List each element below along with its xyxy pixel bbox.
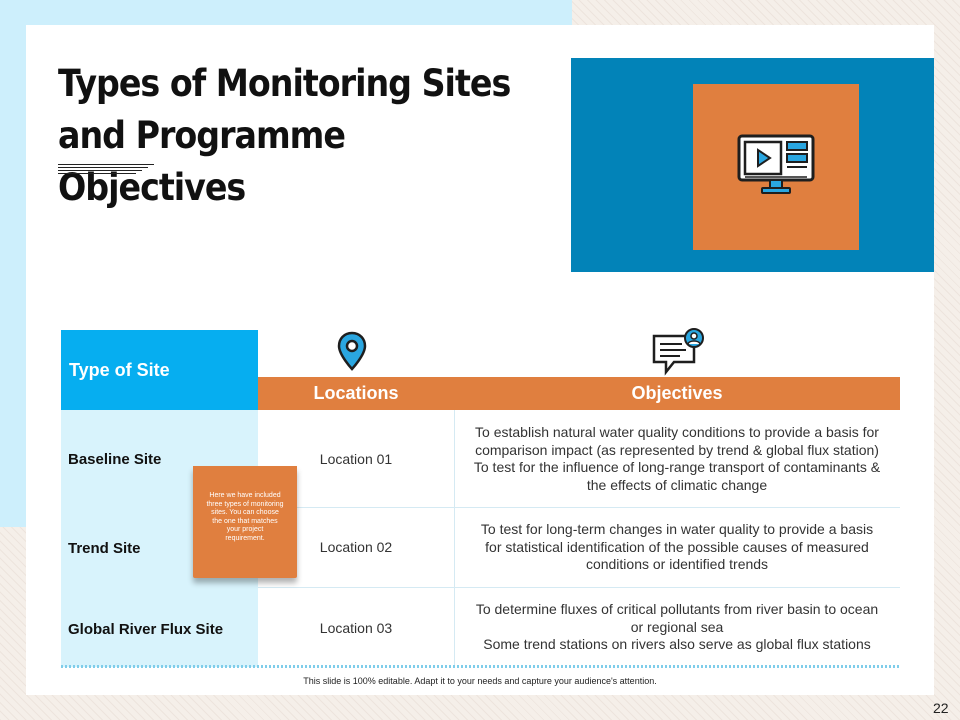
table-bottom-dotted-border xyxy=(61,665,900,668)
table-row: Baseline Site Location 01 To establish n… xyxy=(61,410,900,507)
table-header-bar: Locations Objectives xyxy=(258,377,900,410)
locations-header: Locations xyxy=(313,383,399,403)
site-location: Location 03 xyxy=(319,620,393,636)
site-location: Location 01 xyxy=(319,451,393,467)
map-pin-icon xyxy=(337,331,367,371)
page-number: 22 xyxy=(933,700,949,716)
slide-title: Types of Monitoring Sites and Programme … xyxy=(58,58,538,214)
title-line-2: and Programme Objectives xyxy=(58,114,346,209)
objectives-header: Objectives xyxy=(631,383,723,403)
table-row: Global River Flux Site Location 03 To de… xyxy=(61,588,900,665)
hero-orange-square xyxy=(693,84,859,250)
site-name: Trend Site xyxy=(68,540,141,557)
title-line-1: Types of Monitoring Sites xyxy=(58,62,511,105)
site-name: Global River Flux Site xyxy=(68,621,224,638)
sticky-note: Here we have included three types of mon… xyxy=(193,466,297,578)
row-divider xyxy=(258,507,900,508)
column-divider xyxy=(454,410,455,667)
row-divider xyxy=(258,587,900,588)
site-name: Baseline Site xyxy=(68,451,162,468)
chat-user-icon xyxy=(652,328,704,376)
footer-text: This slide is 100% editable. Adapt it to… xyxy=(303,676,657,686)
title-underline-decoration xyxy=(58,164,154,176)
site-objective: To establish natural water quality condi… xyxy=(473,424,881,493)
site-location: Location 02 xyxy=(319,539,393,555)
site-objective: To test for long-term changes in water q… xyxy=(480,521,874,572)
type-of-site-header: Type of Site xyxy=(61,330,258,410)
site-objective: To determine fluxes of critical pollutan… xyxy=(475,601,879,652)
table-row: Trend Site Location 02 To test for long-… xyxy=(61,508,900,587)
monitor-video-icon xyxy=(737,134,815,194)
hero-image-panel xyxy=(571,58,934,272)
